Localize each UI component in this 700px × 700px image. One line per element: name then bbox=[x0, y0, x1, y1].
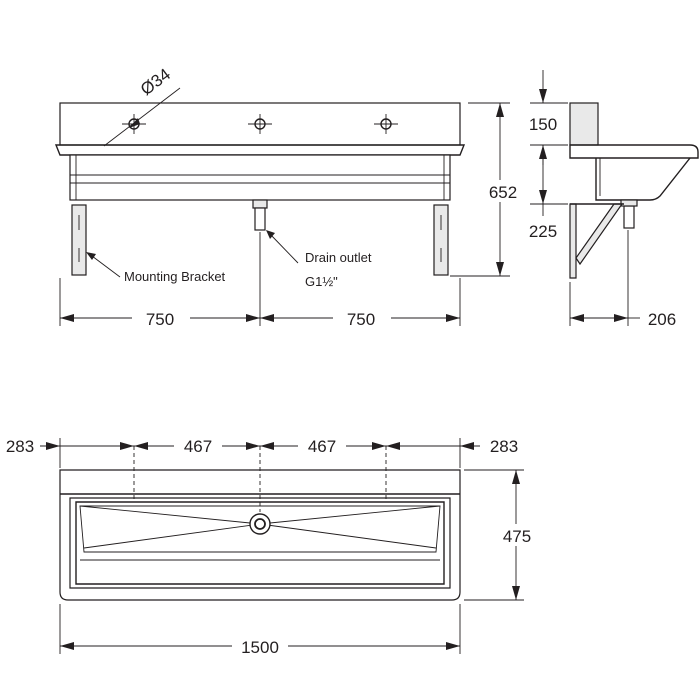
plan-bowl-inner bbox=[75, 501, 445, 585]
front-bowl bbox=[69, 154, 451, 201]
arrow-icon bbox=[60, 314, 74, 322]
side-bowl bbox=[595, 157, 691, 201]
bracket-leader bbox=[91, 255, 121, 278]
side-bracket-plate bbox=[569, 203, 577, 279]
plan-drain-icon bbox=[249, 513, 271, 535]
plan-edge-left-label: 283 bbox=[6, 437, 34, 456]
side-depth-label: 206 bbox=[648, 310, 676, 329]
front-elevation: Ø34 Mounting Bracket Drain outlet G1½" bbox=[54, 65, 522, 329]
plan-depth-label: 475 bbox=[503, 527, 531, 546]
plan-slope-line bbox=[259, 505, 441, 525]
drain-outlet bbox=[252, 199, 268, 231]
arrow-icon bbox=[539, 190, 547, 204]
label-bg bbox=[232, 634, 288, 656]
side-backsplash bbox=[569, 102, 599, 146]
arrow-icon bbox=[246, 442, 260, 450]
arrow-icon bbox=[60, 642, 74, 650]
plan-view: 283 467 467 283 475 1500 bbox=[0, 434, 538, 657]
arrow-icon bbox=[260, 442, 274, 450]
side-drain bbox=[623, 205, 635, 229]
label-bg bbox=[174, 434, 222, 456]
drain-thread-label: G1½" bbox=[305, 274, 338, 289]
arrow-icon bbox=[496, 103, 504, 117]
arrow-icon bbox=[246, 314, 260, 322]
label-bg bbox=[333, 306, 391, 328]
tap-hole-diameter-label: Ø34 bbox=[137, 65, 174, 100]
plan-slope-line bbox=[79, 505, 261, 525]
arrow-icon bbox=[120, 442, 134, 450]
mounting-bracket-right bbox=[433, 204, 449, 276]
arrow-icon bbox=[260, 314, 274, 322]
arrow-icon bbox=[614, 314, 628, 322]
arrow-icon bbox=[446, 642, 460, 650]
drain-outlet-label: Drain outlet bbox=[305, 250, 372, 265]
arrow-icon bbox=[266, 230, 275, 239]
plan-pitch-left-label: 467 bbox=[184, 437, 212, 456]
arrow-icon bbox=[512, 586, 520, 600]
front-height-label: 652 bbox=[489, 183, 517, 202]
label-bg bbox=[298, 434, 346, 456]
front-dim-left: 750 bbox=[146, 310, 174, 329]
arrow-icon bbox=[86, 252, 96, 260]
side-top-label: 150 bbox=[529, 115, 557, 134]
label-bg bbox=[0, 434, 40, 456]
side-bracket-strut bbox=[575, 203, 624, 266]
arrow-icon bbox=[129, 118, 140, 128]
side-bottom-label: 225 bbox=[529, 222, 557, 241]
arrow-icon bbox=[460, 442, 474, 450]
side-rim bbox=[569, 144, 699, 159]
side-elevation: 150 225 206 bbox=[529, 70, 699, 329]
arrow-icon bbox=[134, 442, 148, 450]
tap-hole-icon bbox=[374, 114, 398, 134]
plan-slope-line bbox=[83, 523, 261, 549]
arrow-icon bbox=[372, 442, 386, 450]
plan-length-label: 1500 bbox=[241, 638, 279, 657]
front-dim-right: 750 bbox=[347, 310, 375, 329]
arrow-icon bbox=[570, 314, 584, 322]
drain-leader bbox=[269, 233, 299, 264]
front-rim bbox=[54, 144, 466, 156]
arrow-icon bbox=[46, 442, 60, 450]
arrow-icon bbox=[496, 262, 504, 276]
label-bg bbox=[482, 180, 522, 202]
label-bg bbox=[482, 434, 526, 456]
arrow-icon bbox=[386, 442, 400, 450]
arrow-icon bbox=[512, 470, 520, 484]
label-bg bbox=[496, 524, 538, 546]
arrow-icon bbox=[539, 89, 547, 103]
side-drain-nut bbox=[620, 199, 638, 207]
tap-hole-icon bbox=[248, 114, 272, 134]
arrow-icon bbox=[446, 314, 460, 322]
diameter-leader bbox=[103, 87, 181, 147]
mounting-bracket-label: Mounting Bracket bbox=[124, 269, 226, 284]
plan-bowl-rim bbox=[69, 497, 451, 589]
plan-slope-line bbox=[259, 523, 437, 549]
plan-edge-right-label: 283 bbox=[490, 437, 518, 456]
mounting-bracket-left bbox=[71, 204, 87, 276]
label-bg bbox=[132, 306, 190, 328]
plan-bowl-floor bbox=[79, 505, 441, 553]
plan-pitch-right-label: 467 bbox=[308, 437, 336, 456]
